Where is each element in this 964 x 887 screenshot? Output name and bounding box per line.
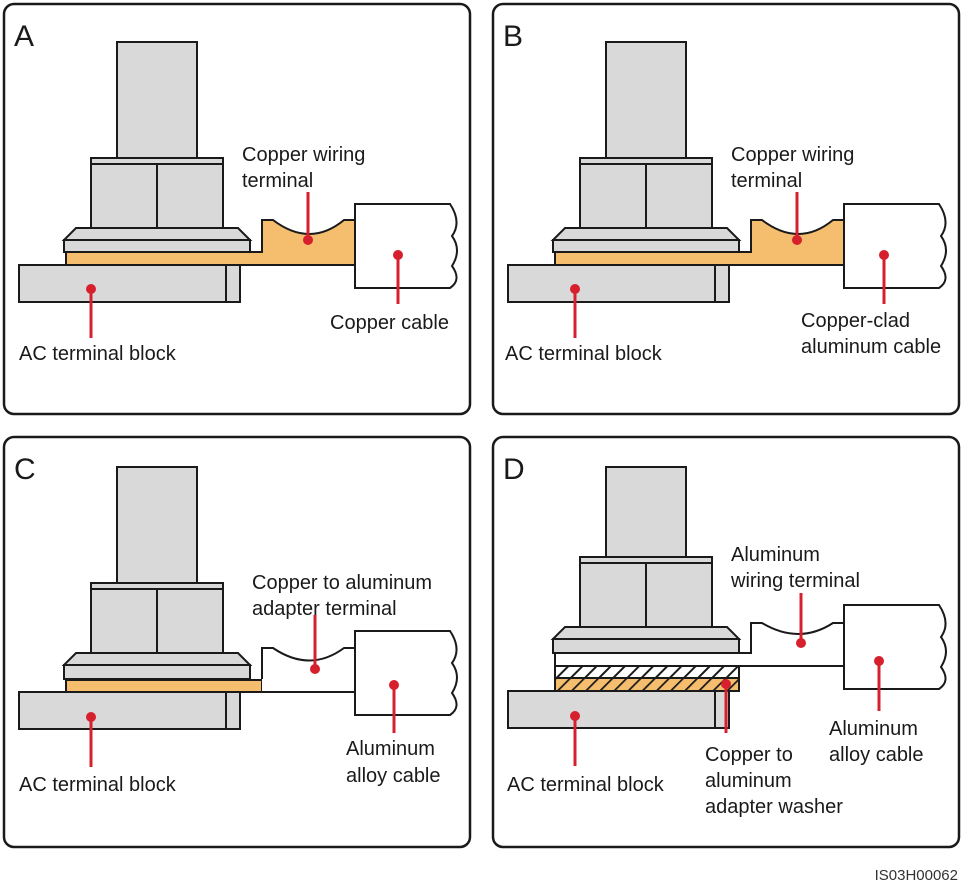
nut-left-face xyxy=(579,560,647,628)
terminal-label-line2: adapter terminal xyxy=(252,598,397,620)
panel-c: C Copper to aluminum adapter terminal Al… xyxy=(2,435,472,849)
nut-cap xyxy=(579,157,713,165)
copper-terminal xyxy=(65,219,356,266)
nut-cap xyxy=(579,556,713,564)
adapter-washer-copper xyxy=(554,677,740,692)
washer-label-line2: aluminum xyxy=(705,770,792,792)
terminal-label-line1: Copper wiring xyxy=(731,144,854,166)
panel-d: D Aluminum wiring terminal Aluminum allo… xyxy=(491,435,961,849)
cable-label-line2: aluminum cable xyxy=(801,336,941,358)
panel-letter: B xyxy=(503,20,523,53)
terminal-block-end xyxy=(225,691,241,730)
nut-right-face xyxy=(156,586,224,654)
panel-a: A Copper wiring terminal Copper cable AC… xyxy=(2,2,472,416)
bolt-assembly xyxy=(18,466,458,730)
leader-lines xyxy=(86,192,403,338)
terminal-block-end xyxy=(225,264,241,303)
cable-label-line1: Aluminum xyxy=(346,738,435,760)
panel-letter: A xyxy=(14,20,34,53)
aluminum-alloy-cable xyxy=(843,604,947,690)
nut-cap xyxy=(90,582,224,590)
terminal-block-end xyxy=(714,264,730,303)
terminal-block xyxy=(18,264,227,303)
bolt-assembly xyxy=(507,41,947,303)
copper-cable xyxy=(354,203,458,289)
terminal-label-line2: terminal xyxy=(731,170,802,192)
terminal-block xyxy=(507,690,716,729)
nut-left-face xyxy=(90,586,158,654)
copper-terminal xyxy=(554,219,845,266)
nut-left-face xyxy=(579,161,647,229)
spring-washer xyxy=(61,652,253,666)
block-label: AC terminal block xyxy=(19,774,177,796)
adapter-washer-aluminum xyxy=(554,665,740,679)
panel-letter: D xyxy=(503,453,525,486)
terminal-label-line1: Aluminum xyxy=(731,544,820,566)
bolt-assembly xyxy=(507,466,947,729)
cable-label-line1: Copper-clad xyxy=(801,310,910,332)
terminal-label-line2: wiring terminal xyxy=(730,570,860,592)
flat-washer xyxy=(552,239,740,253)
cable-label-line1: Aluminum xyxy=(829,718,918,740)
panel-b: B Copper wiring terminal Copper-clad alu… xyxy=(491,2,961,416)
bolt-shaft xyxy=(116,41,198,163)
cable-label-line2: alloy cable xyxy=(829,744,924,766)
copper-terminal-plate xyxy=(65,679,263,693)
washer-label-line1: Copper to xyxy=(705,744,793,766)
bolt-shaft xyxy=(116,466,198,588)
cable-label: Copper cable xyxy=(330,312,449,334)
washer-label-line3: adapter washer xyxy=(705,796,843,818)
leader-lines xyxy=(570,593,884,766)
spring-washer xyxy=(550,227,742,241)
terminal-label-line2: terminal xyxy=(242,170,313,192)
terminal-block xyxy=(507,264,716,303)
aluminum-alloy-cable xyxy=(354,630,458,716)
block-label: AC terminal block xyxy=(19,343,177,365)
flat-washer xyxy=(63,239,251,253)
nut-right-face xyxy=(156,161,224,229)
bolt-shaft xyxy=(605,466,687,561)
block-label: AC terminal block xyxy=(507,774,665,796)
terminal-label-line1: Copper to aluminum xyxy=(252,572,432,594)
leader-lines xyxy=(570,192,889,338)
nut-right-face xyxy=(645,161,713,229)
nut-right-face xyxy=(645,560,713,628)
flat-washer xyxy=(552,638,740,654)
bolt-shaft xyxy=(605,41,687,163)
spring-washer xyxy=(550,626,742,640)
nut-cap xyxy=(90,157,224,165)
aluminum-terminal xyxy=(261,647,356,693)
flat-washer xyxy=(63,664,251,680)
figure-code: IS03H00062 xyxy=(875,867,958,884)
leader-lines xyxy=(86,615,399,767)
copper-clad-cable xyxy=(843,203,947,289)
terminal-label-line1: Copper wiring xyxy=(242,144,365,166)
bolt-assembly xyxy=(18,41,458,303)
nut-left-face xyxy=(90,161,158,229)
cable-label-line2: alloy cable xyxy=(346,765,441,787)
panel-letter: C xyxy=(14,453,36,486)
block-label: AC terminal block xyxy=(505,343,663,365)
terminal-block xyxy=(18,691,227,730)
spring-washer xyxy=(61,227,253,241)
